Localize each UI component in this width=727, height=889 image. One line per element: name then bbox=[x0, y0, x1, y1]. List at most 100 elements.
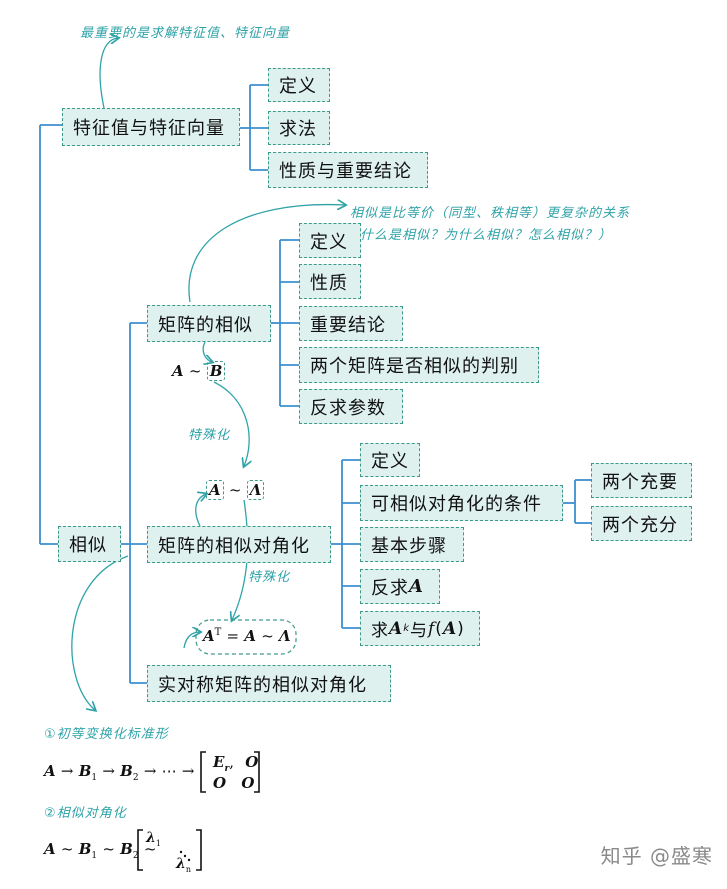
math-elementary-chain: A → B1 → B2 → ⋯ → bbox=[44, 762, 194, 783]
math-eq: = bbox=[226, 627, 240, 645]
note-similar-diagonalization: ②相似对角化 bbox=[44, 806, 127, 821]
note-eigen-importance: 最重要的是求解特征值、特征向量 bbox=[80, 26, 291, 41]
node-d-power-prefix: 求 bbox=[371, 621, 389, 641]
node-ms-inverse-label: 反求参数 bbox=[310, 397, 386, 419]
node-eigen-properties-label: 性质与重要结论 bbox=[279, 161, 412, 182]
note-specialization-2: 特殊化 bbox=[248, 570, 291, 585]
math-A3: A bbox=[203, 627, 215, 645]
math-sc-B2: B bbox=[120, 840, 133, 858]
node-ms-conclusions-label: 重要结论 bbox=[310, 314, 386, 336]
math-O1: O bbox=[245, 753, 259, 771]
math-Lambda: Λ bbox=[246, 480, 265, 500]
math-A-sim-Lambda: A ~ Λ bbox=[206, 480, 265, 500]
node-real-symmetric: 实对称矩阵的相似对角化 bbox=[147, 665, 391, 702]
math-sim3: ~ bbox=[261, 627, 274, 645]
node-d-definition-label: 定义 bbox=[371, 451, 409, 472]
math-sim: ~ bbox=[188, 362, 202, 380]
math-chain-B2: B bbox=[120, 762, 133, 780]
math-chain-arrow4: → bbox=[181, 762, 195, 780]
math-r: r bbox=[224, 764, 230, 774]
node-d-power-rpar: ) bbox=[457, 618, 465, 639]
node-d-power-lpar: ( bbox=[435, 618, 443, 639]
math-sc-sim3: ~ bbox=[143, 840, 157, 858]
math-O2: O bbox=[213, 774, 227, 792]
math-chain-sub2: 2 bbox=[132, 773, 139, 783]
node-ms-judge-label: 两个矩阵是否相似的判别 bbox=[310, 356, 519, 377]
math-A2: A bbox=[206, 480, 224, 500]
watermark: 知乎 @盛寒 bbox=[600, 844, 713, 868]
math-chain-arrow3: → bbox=[143, 762, 157, 780]
node-d-sufficient: 两个充分 bbox=[591, 506, 692, 541]
node-d-power-A: A bbox=[389, 618, 404, 639]
node-real-symmetric-label: 实对称矩阵的相似对角化 bbox=[158, 674, 367, 696]
math-similar-chain: A ~ B1 ~ B2 ~ bbox=[44, 840, 156, 861]
node-d-power-f: f bbox=[428, 618, 436, 639]
math-lambda1-sub: 1 bbox=[155, 838, 161, 848]
node-similar: 相似 bbox=[58, 526, 121, 562]
node-d-inverse-A-prefix: 反求 bbox=[371, 577, 409, 599]
node-eigen-solve-label: 求法 bbox=[279, 119, 317, 140]
math-sim2: ~ bbox=[228, 481, 242, 499]
math-chain-B1: B bbox=[78, 762, 92, 780]
node-eigen-definition-label: 定义 bbox=[279, 76, 317, 97]
math-chain-arrow1: → bbox=[60, 762, 74, 780]
node-ms-properties: 性质 bbox=[299, 264, 361, 299]
node-d-inverse-A-var: A bbox=[409, 576, 424, 597]
node-eigen-properties: 性质与重要结论 bbox=[268, 152, 428, 188]
math-sc-sim1: ~ bbox=[60, 840, 74, 858]
note-similar-relation: 相似是比等价（同型、秩相等）更复杂的关系 bbox=[350, 206, 631, 221]
node-ms-inverse: 反求参数 bbox=[299, 389, 403, 424]
node-d-necessary-sufficient-label: 两个充要 bbox=[602, 471, 678, 493]
math-sc-sim2: ~ bbox=[102, 840, 115, 858]
node-d-conditions: 可相似对角化的条件 bbox=[360, 485, 563, 521]
node-eigen-label: 特征值与特征向量 bbox=[73, 118, 225, 139]
node-eigen-definition: 定义 bbox=[268, 68, 330, 102]
math-lambdan: λ bbox=[176, 856, 186, 872]
node-eigen: 特征值与特征向量 bbox=[62, 108, 240, 146]
node-d-necessary-sufficient: 两个充要 bbox=[591, 463, 692, 498]
node-ms-conclusions: 重要结论 bbox=[299, 306, 403, 341]
math-lambda-n: λn bbox=[176, 856, 191, 874]
math-Er: E bbox=[213, 753, 225, 771]
math-lambda1: λ bbox=[146, 830, 156, 846]
node-d-sufficient-label: 两个充分 bbox=[602, 514, 678, 536]
math-sc-B1: B bbox=[78, 840, 92, 858]
node-d-power-mid: 与 bbox=[410, 621, 428, 641]
node-diagonalization: 矩阵的相似对角化 bbox=[147, 526, 331, 563]
math-Lambda2: Λ bbox=[279, 627, 291, 645]
note-specialization-1: 特殊化 bbox=[188, 428, 231, 443]
node-d-conditions-label: 可相似对角化的条件 bbox=[371, 494, 542, 515]
node-d-definition: 定义 bbox=[360, 443, 420, 477]
note-similar-questions: （什么是相似？为什么相似？怎么相似？） bbox=[346, 228, 613, 243]
node-diagonalization-label: 矩阵的相似对角化 bbox=[158, 535, 310, 557]
node-d-power-A2: A bbox=[442, 618, 458, 639]
math-O3: O bbox=[241, 774, 255, 792]
node-d-power-k: k bbox=[403, 623, 410, 634]
node-matrix-similarity: 矩阵的相似 bbox=[147, 305, 271, 342]
math-block-OO: O O bbox=[213, 774, 254, 792]
node-matrix-similarity-label: 矩阵的相似 bbox=[158, 314, 253, 336]
math-A4: A bbox=[244, 627, 256, 645]
math-chain-sub1: 1 bbox=[91, 773, 98, 783]
node-ms-judge: 两个矩阵是否相似的判别 bbox=[299, 347, 539, 383]
math-sc-sub2: 2 bbox=[132, 851, 139, 861]
math-sc-A: A bbox=[44, 840, 56, 858]
node-similar-label: 相似 bbox=[69, 535, 107, 556]
math-A-sim-B: A ~ B bbox=[172, 361, 226, 381]
node-ms-definition-label: 定义 bbox=[310, 231, 348, 253]
math-lambdan-sub: n bbox=[185, 864, 191, 874]
math-AT-eq-A-sim-Lambda: AT = A ~ Λ bbox=[203, 627, 291, 645]
math-A: A bbox=[172, 362, 184, 380]
math-chain-dots: ⋯ bbox=[161, 762, 177, 780]
math-chain-A: A bbox=[44, 762, 56, 780]
math-lambda-1: λ1 bbox=[146, 830, 161, 848]
math-sc-sub1: 1 bbox=[91, 851, 98, 861]
node-ms-definition: 定义 bbox=[299, 223, 361, 258]
math-block-Er: Er, O bbox=[213, 753, 259, 774]
node-d-steps: 基本步骤 bbox=[360, 527, 464, 562]
note-standard-form: ①初等变换化标准形 bbox=[44, 727, 169, 742]
node-eigen-solve: 求法 bbox=[268, 111, 330, 145]
